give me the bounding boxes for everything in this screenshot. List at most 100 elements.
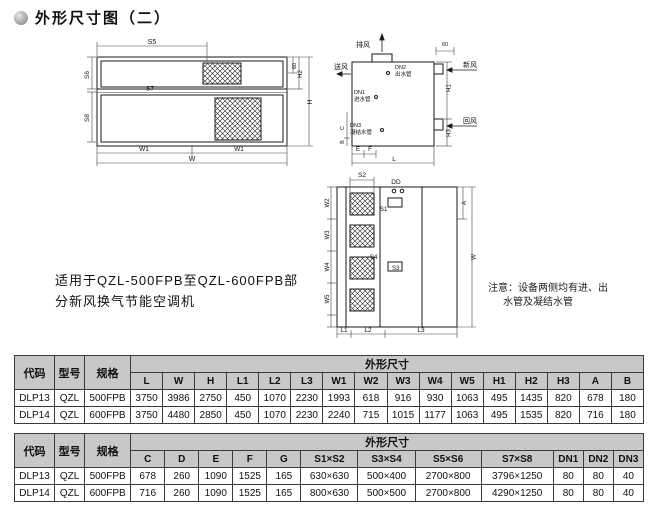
- label-return-air: 回风: [463, 117, 477, 125]
- side-view-arrows: [336, 32, 477, 129]
- cell: 1070: [258, 406, 292, 424]
- cell: 40: [612, 467, 645, 485]
- caution-line-2: 水管及凝结水管: [503, 297, 573, 308]
- col-header: DN2: [582, 450, 614, 468]
- label-l3: L3: [417, 327, 425, 334]
- front-view-outline: [96, 56, 288, 147]
- cell: QZL: [54, 406, 85, 424]
- cell: 1525: [232, 467, 268, 485]
- cell: 80: [582, 484, 614, 502]
- cell: 2750: [194, 389, 228, 407]
- label-w3-plan: W3: [325, 230, 331, 240]
- col-header: S1×S2: [300, 450, 359, 468]
- cell: 165: [266, 467, 302, 485]
- section-bullet-icon: [14, 10, 28, 25]
- cell: 1993: [322, 389, 356, 407]
- col-header: A: [578, 372, 612, 390]
- label-dd: DD: [391, 179, 401, 186]
- cell: 450: [226, 389, 260, 407]
- cell: 80: [552, 484, 584, 502]
- table-row: DLP14 QZL 600FPB 3750 4480 2850 450 1070…: [14, 406, 645, 424]
- col-header-model: 型号: [54, 355, 85, 390]
- cell: QZL: [54, 467, 86, 485]
- cell: 80: [552, 467, 584, 485]
- label-h2: H2: [298, 70, 304, 78]
- col-header: DN1: [552, 450, 584, 468]
- cell: DLP14: [14, 406, 55, 424]
- cell: 1535: [514, 406, 548, 424]
- col-header-spec: 规格: [84, 433, 132, 468]
- label-w2-plan: W2: [325, 198, 331, 208]
- label-s1: S1: [380, 207, 388, 213]
- cell: 165: [266, 484, 302, 502]
- plan-grille-1: [349, 192, 375, 216]
- front-view-dimensions: [87, 42, 313, 166]
- col-header: H2: [514, 372, 548, 390]
- label-dn3-pipe: 凝结水管: [350, 128, 373, 136]
- label-s6: S6: [84, 71, 91, 79]
- exhaust-duct: [371, 53, 393, 63]
- cell: 2700×800: [414, 467, 482, 485]
- cell: 260: [164, 484, 200, 502]
- cell: 4480: [162, 406, 196, 424]
- plan-grille-4: [349, 288, 375, 312]
- cell: QZL: [54, 484, 86, 502]
- col-header-code: 代码: [14, 355, 55, 390]
- label-s8: S8: [84, 114, 91, 122]
- cell: 916: [386, 389, 420, 407]
- col-header: B: [610, 372, 645, 390]
- label-w: W: [189, 156, 196, 163]
- applicability-note: 适用于QZL-500FPB至QZL-600FPB部 分新风换气节能空调机: [55, 270, 305, 312]
- label-dn3: DN3: [350, 123, 361, 129]
- applicability-line-1: 适用于QZL-500FPB至QZL-600FPB部: [55, 273, 299, 288]
- cell: 1070: [258, 389, 292, 407]
- label-s5: S5: [148, 39, 157, 46]
- cell: 1435: [514, 389, 548, 407]
- cell: 715: [354, 406, 388, 424]
- cell: DLP14: [13, 484, 56, 502]
- cell: 260: [164, 467, 200, 485]
- plan-grille-3: [349, 256, 375, 280]
- cell: DLP13: [14, 389, 55, 407]
- cell: QZL: [54, 389, 85, 407]
- col-header: W2: [354, 372, 388, 390]
- label-dn2-pipe: 出水管: [395, 70, 412, 78]
- cell: 180: [610, 389, 645, 407]
- front-top-grille: [202, 62, 242, 85]
- cell: 600FPB: [84, 484, 132, 502]
- cell: 678: [130, 467, 166, 485]
- cell: 1063: [450, 389, 484, 407]
- cell: 1090: [198, 484, 234, 502]
- table-row: DLP13 QZL 500FPB 678 260 1090 1525 165 6…: [13, 467, 645, 485]
- label-f: F: [368, 147, 372, 153]
- cell: 500×400: [357, 467, 416, 485]
- cell: 500×500: [357, 484, 416, 502]
- cell: 3750: [129, 406, 164, 424]
- col-header: H1: [482, 372, 516, 390]
- label-w1-right: W1: [234, 146, 244, 153]
- return-air-duct: [433, 118, 444, 131]
- cell: 1525: [232, 484, 268, 502]
- cell: 820: [546, 406, 580, 424]
- col-header: H: [194, 372, 228, 390]
- cell: 1015: [386, 406, 420, 424]
- cell: 820: [546, 389, 580, 407]
- col-header: L1: [226, 372, 260, 390]
- label-60-side: 60: [442, 42, 448, 48]
- col-header-dimensions: 外形尺寸: [130, 355, 644, 373]
- side-view-dimensions: [344, 47, 455, 166]
- col-header: L3: [290, 372, 324, 390]
- caution-line-1: 注意：设备两侧均有进、出: [488, 283, 608, 294]
- cell: 500FPB: [84, 467, 132, 485]
- col-header: F: [232, 450, 268, 468]
- col-header: S3×S4: [357, 450, 416, 468]
- label-fresh-air: 新风: [463, 60, 477, 69]
- label-60-front: 60: [292, 63, 298, 69]
- dimension-table-1: 代码 型号 规格 外形尺寸 L W H L1 L2 L3 W1 W2 W3 W4…: [14, 355, 645, 424]
- col-header: W: [162, 372, 196, 390]
- plan-view-outline: [336, 186, 458, 328]
- col-header: D: [164, 450, 200, 468]
- label-w5-plan: W5: [325, 294, 331, 304]
- label-w-plan: W: [471, 253, 478, 260]
- label-b-side: B: [340, 140, 346, 144]
